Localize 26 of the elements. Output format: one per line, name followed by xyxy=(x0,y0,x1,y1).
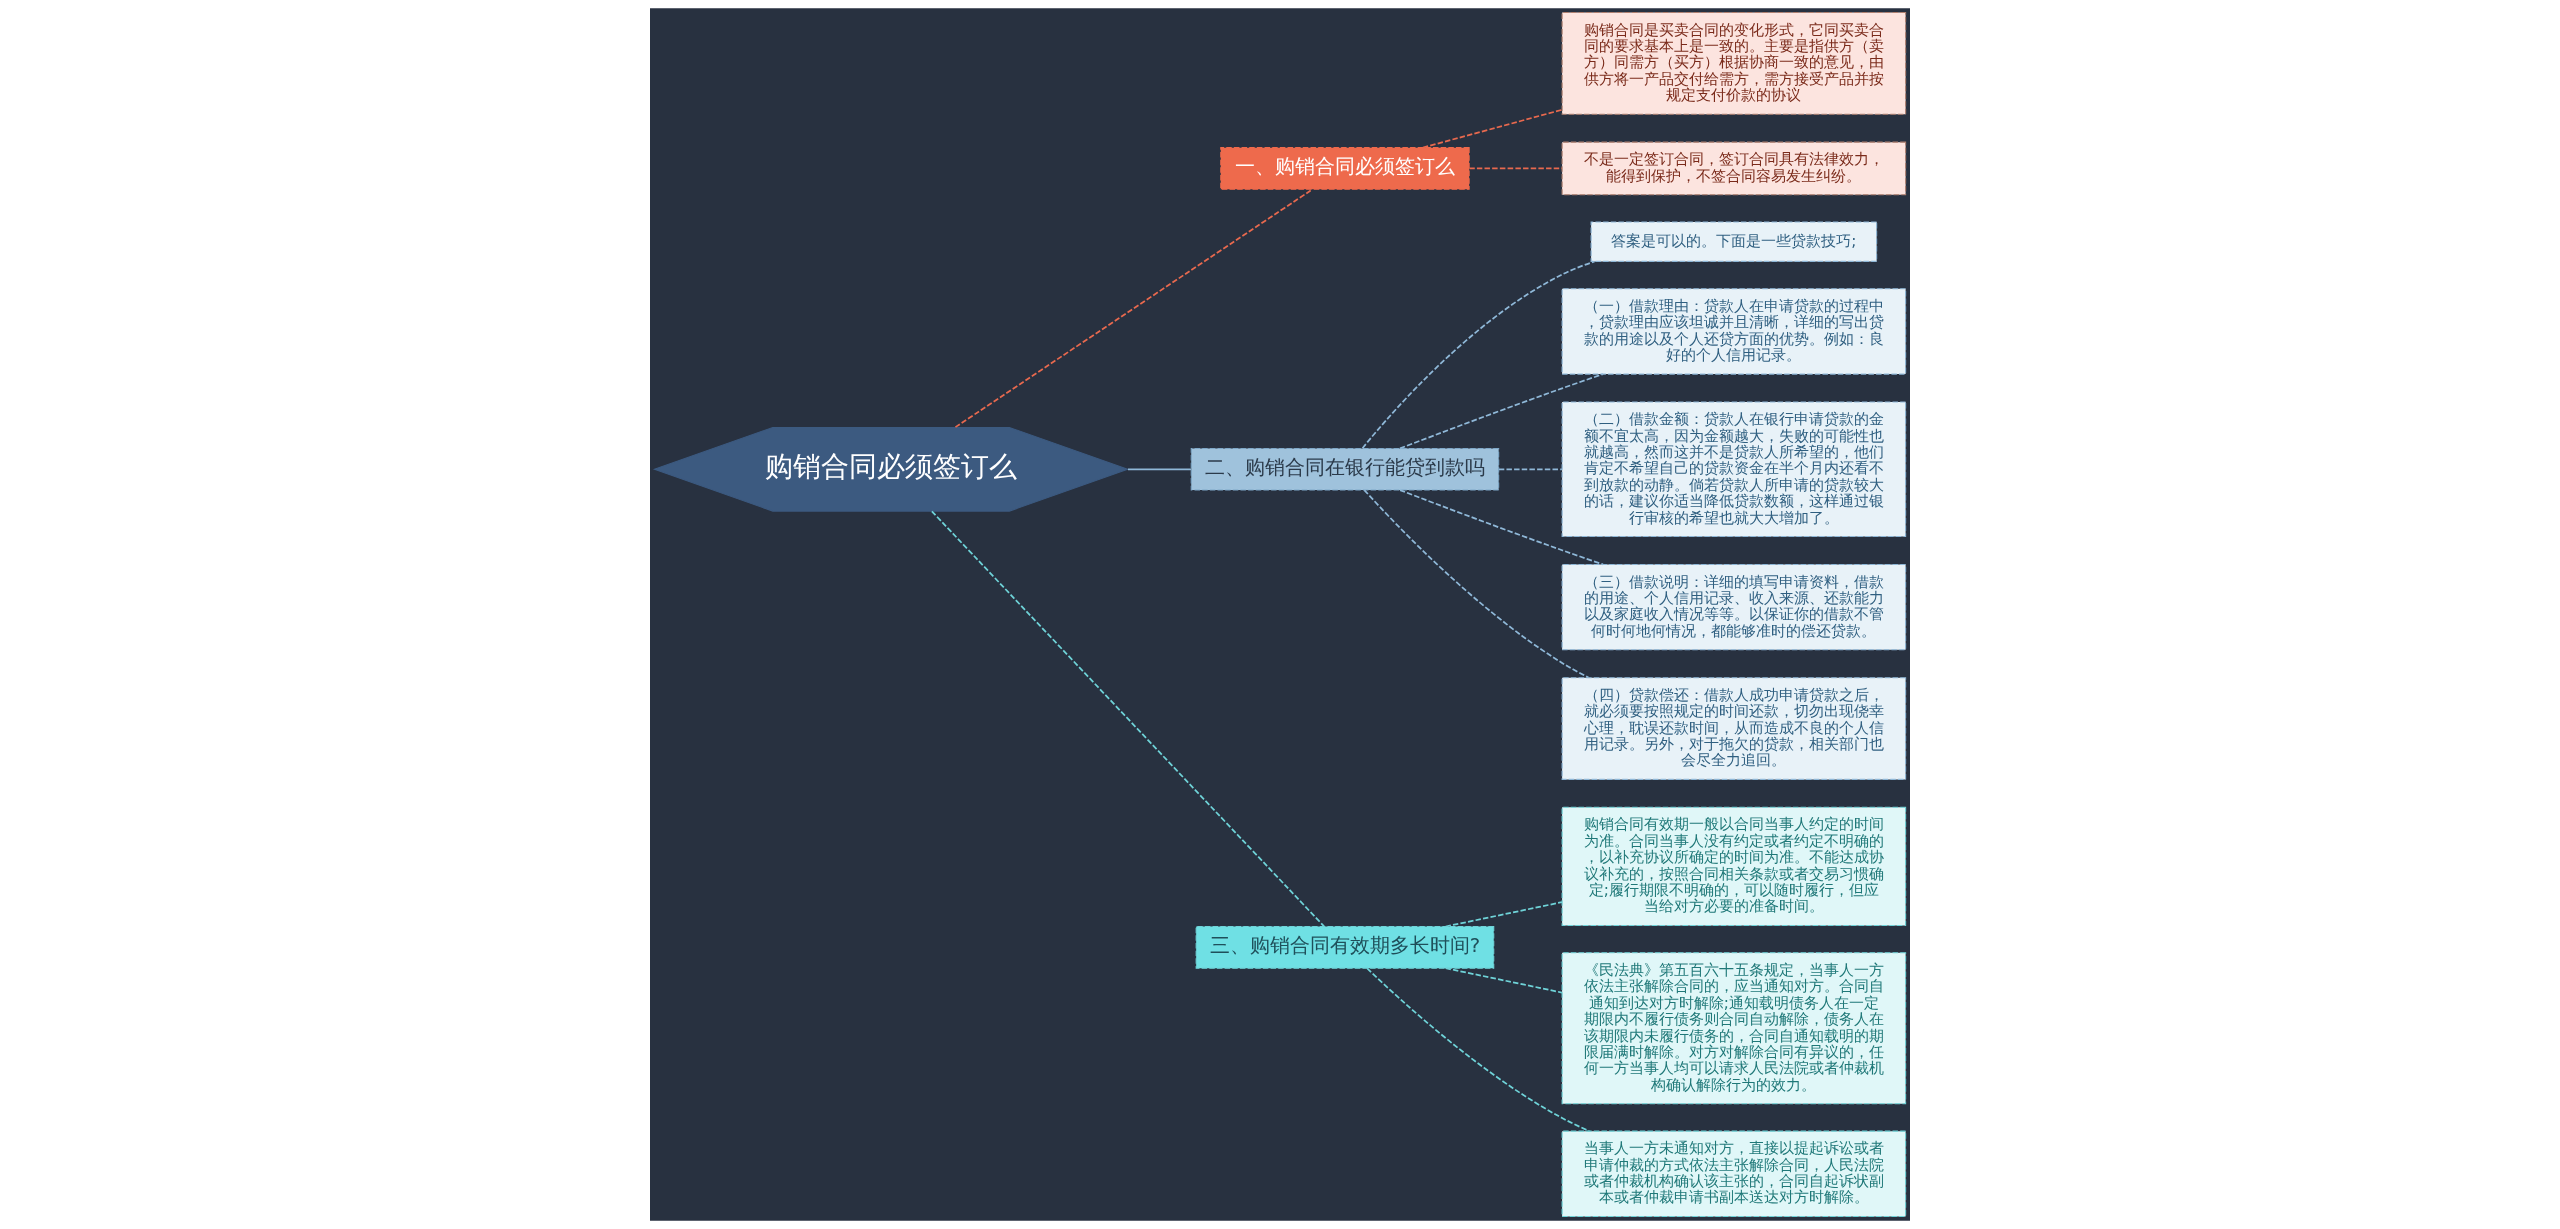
node-box: 一、购销合同必须签订么 xyxy=(1220,147,1470,190)
node-box: 不是一定签订合同，签订合同具有法律效力，能得到保护，不签合同容易发生纠纷。 xyxy=(1561,141,1907,196)
node-box: 购销合同有效期一般以合同当事人约定的时间为准。合同当事人没有约定或者约定不明确的，以补充协议所确定的时间为准。不能达成协议补充的，按照合同相关条款或者交易习惯确定;履行期限不明确的，可以随时履行，但应当给对方必要的准备时间。 xyxy=(1561,806,1907,926)
connector xyxy=(1361,260,1596,450)
connector xyxy=(954,188,1314,428)
connector xyxy=(1399,489,1604,566)
node-box: 答案是可以的。下面是一些贷款技巧; xyxy=(1590,221,1878,262)
node-box: （一）借款理由：贷款人在申请贷款的过程中，贷款理由应该坦诚并且清晰，详细的写出贷款的用途以及个人还贷方面的优势。例如：良好的个人信用记录。 xyxy=(1561,288,1907,375)
node-box: （四）贷款偿还：借款人成功申请贷款之后，就必须要按照规定的时间还款，切勿出现侥幸心理，耽误还款时间，从而造成不良的个人信用记录。另外，对于拖欠的贷款，相关部门也会尽全力追回。 xyxy=(1561,677,1907,780)
node-box: 购销合同是买卖合同的变化形式，它同买卖合同的要求基本上是一致的。主要是指供方（卖方）同需方（买方）根据协商一致的意见，由供方将一产品交付给需方，需方接受产品并按规定支付价款的协议 xyxy=(1561,12,1907,115)
connector xyxy=(1399,373,1604,450)
node-box: （三）借款说明：详细的填写申请资料，借款的用途、个人信用记录、收入来源、还款能力以及家庭收入情况等等。以保证你的借款不管何时何地何情况，都能够准时的偿还贷款。 xyxy=(1561,563,1907,651)
connector xyxy=(1363,489,1590,679)
connector xyxy=(1498,468,1563,471)
connector xyxy=(931,510,1325,928)
connector xyxy=(1444,901,1563,928)
connector xyxy=(1127,468,1192,471)
node-box: 二、购销合同在银行能贷到款吗 xyxy=(1190,447,1500,491)
node-box: 三、购销合同有效期多长时间? xyxy=(1195,926,1495,969)
node-box: 当事人一方未通知对方，直接以提起诉讼或者申请仲裁的方式依法主张解除合同，人民法院或者仲裁机构确认该主张的，合同自起诉状副本或者仲裁申请书副本送达对方时解除。 xyxy=(1561,1130,1907,1217)
node-box: （二）借款金额：贷款人在银行申请贷款的金额不宜太高，因为金额越大，失败的可能性也就越高，然而这并不是贷款人所希望的，他们肯定不希望自己的贷款资金在半个月内还看不到放款的动静。倘若贷款人所申请的贷款较大的话，建议你适当降低贷款数额，这样通过银行审核的希望也就大大增加了。 xyxy=(1561,401,1907,538)
connector xyxy=(1422,108,1563,149)
connector xyxy=(1468,167,1563,170)
connector xyxy=(1366,967,1591,1132)
node-box: 《民法典》第五百六十五条规定，当事人一方依法主张解除合同的，应当通知对方。合同自通知到达对方时解除;通知载明债务人在一定期限内不履行债务则合同自动解除，债务人在该期限内未履行债务的，合同自通知载明的期限届满时解除。对方对解除合同有异议的，任何一方当事人均可以请求人民法院或者仲裁机构确认解除行为的效力。 xyxy=(1561,952,1907,1105)
connector xyxy=(1444,967,1563,994)
